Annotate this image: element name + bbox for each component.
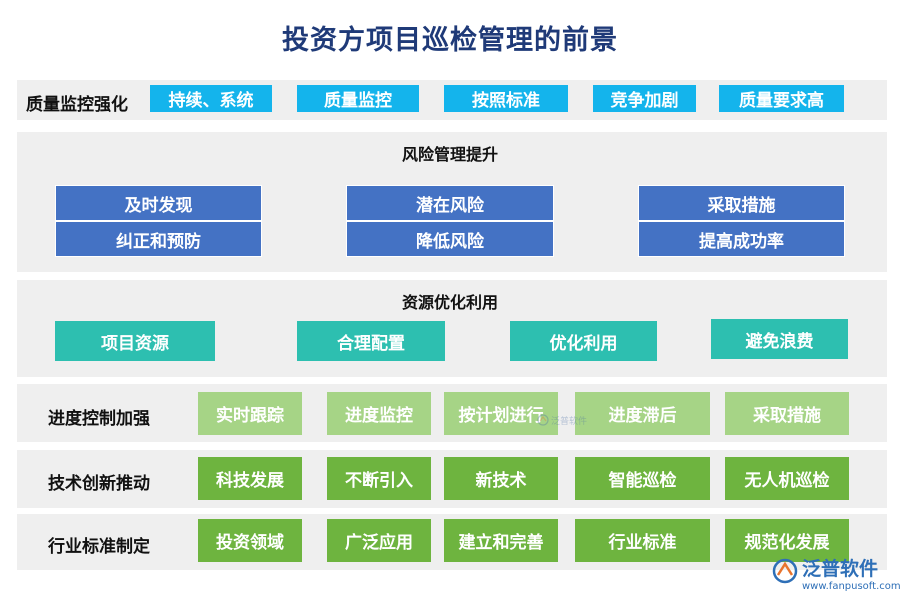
quality-item-1: 持续、系统 (150, 85, 272, 112)
tech-label: 技术创新推动 (48, 474, 150, 494)
resource-item-4: 避免浪费 (711, 319, 848, 359)
industry-item-3: 建立和完善 (444, 519, 558, 562)
resource-item-1: 项目资源 (55, 321, 215, 361)
progress-label: 进度控制加强 (48, 409, 150, 429)
progress-item-1: 实时跟踪 (198, 392, 302, 435)
tech-item-2: 不断引入 (327, 457, 431, 500)
brand-url: www.fanpusoft.com (802, 581, 900, 592)
risk-item-3: 采取措施 (638, 185, 845, 221)
resource-item-2: 合理配置 (297, 321, 445, 361)
resource-item-3: 优化利用 (510, 321, 657, 361)
tech-item-4: 智能巡检 (575, 457, 710, 500)
brand-name: 泛普软件 (802, 558, 879, 580)
risk-item-6: 提高成功率 (638, 221, 845, 257)
industry-item-4: 行业标准 (575, 519, 710, 562)
quality-item-4: 竞争加剧 (593, 85, 696, 112)
industry-item-2: 广泛应用 (327, 519, 431, 562)
industry-item-5: 规范化发展 (725, 519, 849, 562)
watermark-logo-icon (537, 414, 549, 426)
watermark-mid: 泛普软件 (537, 412, 597, 428)
risk-title: 风险管理提升 (401, 145, 498, 164)
risk-item-1: 及时发现 (55, 185, 262, 221)
brand-logo-icon (772, 558, 798, 584)
quality-item-5: 质量要求高 (719, 85, 844, 112)
industry-label: 行业标准制定 (48, 537, 150, 557)
tech-item-3: 新技术 (444, 457, 558, 500)
risk-item-2: 潜在风险 (346, 185, 554, 221)
tech-item-1: 科技发展 (198, 457, 302, 500)
progress-item-4: 进度滞后 (575, 392, 710, 435)
quality-item-2: 质量监控 (297, 85, 419, 112)
industry-item-1: 投资领域 (198, 519, 302, 562)
quality-label: 质量监控强化 (26, 95, 128, 115)
brand-logo: 泛普软件 www.fanpusoft.com (772, 554, 900, 598)
risk-item-5: 降低风险 (346, 221, 554, 257)
quality-item-3: 按照标准 (444, 85, 568, 112)
progress-item-2: 进度监控 (327, 392, 431, 435)
diagram-title: 投资方项目巡检管理的前景 (282, 25, 618, 56)
watermark-mid-text: 泛普软件 (551, 416, 588, 427)
progress-item-5: 采取措施 (725, 392, 849, 435)
risk-item-4: 纠正和预防 (55, 221, 262, 257)
tech-item-5: 无人机巡检 (725, 457, 849, 500)
progress-item-3: 按计划进行 (444, 392, 558, 435)
resource-title: 资源优化利用 (401, 293, 498, 312)
